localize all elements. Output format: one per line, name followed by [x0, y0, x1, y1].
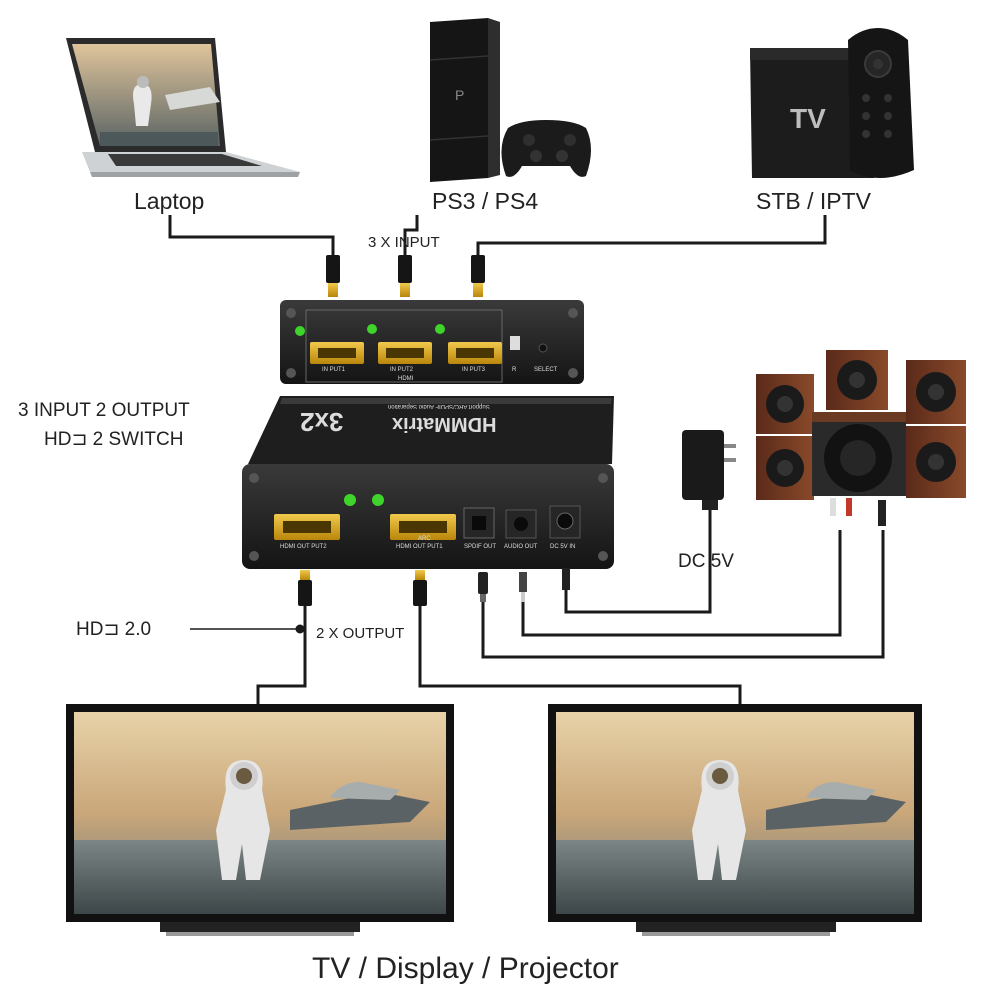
ps-label: PS3 / PS4 — [432, 188, 539, 214]
hdmi-logo-icon-2: ⊐ — [103, 619, 120, 640]
hdmi-version-prefix: HD — [76, 619, 104, 640]
spdif-label: SPDIF OUT — [464, 544, 497, 550]
hdmi-badge: HDMI — [398, 376, 414, 382]
output1-cable — [418, 600, 742, 705]
stb-label: STB / IPTV — [756, 188, 872, 214]
select-label: SELECT — [534, 367, 558, 373]
output-led-2 — [372, 494, 384, 506]
tv-right — [548, 704, 922, 936]
hdmi-plug-2 — [398, 255, 412, 297]
speakers-image — [756, 350, 966, 526]
stb-cable — [476, 215, 827, 262]
power-cable — [564, 500, 712, 614]
switch-title-line1: 3 INPUT 2 OUTPUT — [18, 400, 190, 421]
output-led-1 — [344, 494, 356, 506]
r-label: R — [512, 367, 517, 373]
svg-text:P: P — [455, 87, 464, 103]
out2-label: HDMI OUT PUT2 — [280, 544, 327, 550]
three-input-label: 3 X INPUT — [368, 234, 440, 251]
cables — [168, 215, 885, 705]
ps-cable — [403, 215, 419, 262]
input-led-2 — [367, 324, 377, 334]
input-panel — [280, 300, 584, 384]
out1-label: HDMI OUT PUT1 — [396, 544, 443, 550]
input-label-3: IN PUT3 — [462, 367, 486, 373]
laptop-label: Laptop — [134, 188, 205, 214]
output-plugs — [298, 568, 570, 606]
laptop-image — [66, 38, 300, 177]
audio-analog-cable — [521, 530, 842, 637]
hdmi-logo-text: HD — [44, 429, 72, 450]
device-tagline: Support ARC/SPDIF Audio Separation — [388, 403, 490, 409]
laptop-cable — [168, 215, 335, 262]
output2-cable — [256, 600, 307, 705]
input-led-3 — [435, 324, 445, 334]
hdmi-logo-icon: ⊐ 2 — [71, 429, 104, 450]
hdmi-version-number: 2.0 — [124, 619, 152, 640]
input-plugs — [326, 255, 485, 297]
ps4-image: P — [429, 18, 591, 182]
switch-device — [242, 396, 614, 569]
hdmi-version-label: HD⊐ 2.0 — [76, 618, 151, 641]
power-adapter-image — [682, 430, 736, 510]
stb-box-text: TV — [790, 103, 826, 134]
audio-out-label: AUDIO OUT — [504, 544, 538, 550]
device-model: 3x2 — [300, 407, 344, 437]
switch-word: SWITCH — [108, 429, 184, 450]
input-led-1 — [295, 326, 305, 336]
spdif-cable — [481, 530, 885, 659]
tv-left — [66, 704, 454, 936]
dc-in-label: DC 5V IN — [550, 544, 576, 550]
dc-label: DC 5V — [678, 551, 734, 572]
device-brand: HDMMatrix — [392, 413, 497, 435]
arc-label: ARC — [418, 536, 431, 542]
stb-image: TV — [750, 28, 914, 178]
input-label-1: IN PUT1 — [322, 367, 346, 373]
input-label-2: IN PUT2 — [390, 367, 414, 373]
hdmi-plug-1 — [326, 255, 340, 297]
hdmi-plug-3 — [471, 255, 485, 297]
displays-label: TV / Display / Projector — [312, 952, 619, 985]
two-output-label: 2 X OUTPUT — [316, 625, 405, 642]
switch-title-line2: HD⊐ 2 SWITCH — [44, 428, 183, 451]
